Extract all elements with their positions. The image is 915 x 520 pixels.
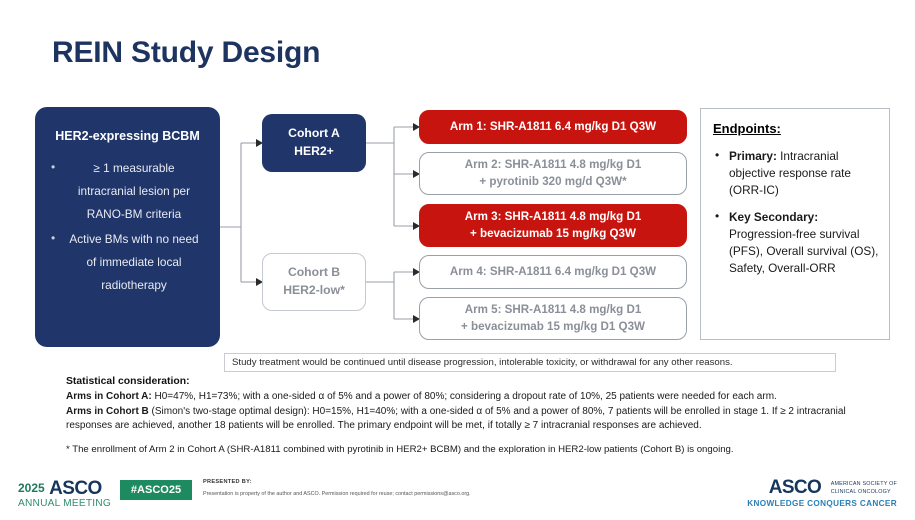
presented-by-block: PRESENTED BY: Presentation is property o… <box>203 479 523 497</box>
asco-annual-meeting-label: ANNUAL MEETING <box>18 498 111 509</box>
list-item: Primary: Intracranial objective response… <box>713 147 879 198</box>
arm-4-box[interactable]: Arm 4: SHR-A1811 6.4 mg/kg D1 Q3W <box>419 255 687 289</box>
presented-by-label: PRESENTED BY: <box>203 479 252 485</box>
cohort-b-line1: Cohort B <box>287 265 341 280</box>
endpoints-title: Endpoints: <box>713 121 781 136</box>
statistics-cohort-b-text: (Simon's two-stage optimal design): H0=1… <box>66 406 846 431</box>
page-title: REIN Study Design <box>52 36 321 69</box>
arm-1-box[interactable]: Arm 1: SHR-A1811 6.4 mg/kg D1 Q3W <box>419 110 687 144</box>
criteria-heading: HER2-expressing BCBM <box>55 129 200 143</box>
arm-3-line2: + bevacizumab 15 mg/kg Q3W <box>470 226 636 240</box>
statistics-cohort-a-label: Arms in Cohort A: <box>66 391 152 402</box>
cohort-a-line1: Cohort A <box>288 126 340 141</box>
asco-year: 2025 <box>18 481 45 495</box>
asco-society-line1: AMERICAN SOCIETY OF <box>830 480 897 487</box>
arm-3-line1: Arm 3: SHR-A1811 4.8 mg/kg D1 <box>464 209 642 223</box>
statistics-cohort-a-text: H0=47%, H1=73%; with a one-sided α of 5%… <box>151 391 777 402</box>
asco-society-line2: CLINICAL ONCOLOGY <box>830 489 891 495</box>
arm-2-line1: Arm 2: SHR-A1811 4.8 mg/kg D1 <box>464 157 642 171</box>
arm-5-box[interactable]: Arm 5: SHR-A1811 4.8 mg/kg D1 + bevacizu… <box>419 297 687 340</box>
endpoints-list: Primary: Intracranial objective response… <box>713 147 879 276</box>
statistics-cohort-b-label: Arms in Cohort B <box>66 406 149 418</box>
slide-footer: 2025 ASCO ANNUAL MEETING #ASCO25 PRESENT… <box>0 474 915 520</box>
list-item: ≥ 1 measurable intracranial lesion per R… <box>51 156 204 226</box>
treatment-duration-banner: Study treatment would be continued until… <box>224 353 836 372</box>
endpoint-secondary-text: Progression-free survival (PFS), Overall… <box>729 227 879 275</box>
treatment-duration-text: Study treatment would be continued until… <box>232 357 733 368</box>
study-design-diagram: HER2-expressing BCBM ≥ 1 measurable intr… <box>0 100 915 360</box>
asco-wordmark: ASCO <box>49 478 102 499</box>
arm-4-line1: Arm 4: SHR-A1811 6.4 mg/kg D1 Q3W <box>449 264 657 278</box>
endpoints-panel: Endpoints: Primary: Intracranial objecti… <box>700 108 890 340</box>
endpoint-primary-label: Primary: <box>729 149 777 163</box>
arm-5-line1: Arm 5: SHR-A1811 4.8 mg/kg D1 <box>464 302 642 316</box>
arm-1-line1: Arm 1: SHR-A1811 6.4 mg/kg D1 Q3W <box>449 119 657 133</box>
asco-tagline: KNOWLEDGE CONQUERS CANCER <box>747 499 897 508</box>
footnote: * The enrollment of Arm 2 in Cohort A (S… <box>66 444 734 455</box>
asco-society-name: AMERICAN SOCIETY OF CLINICAL ONCOLOGY <box>831 480 897 496</box>
permission-text: Presentation is property of the author a… <box>203 491 471 497</box>
hashtag-badge: #ASCO25 <box>120 480 192 500</box>
asco-society-logo: ASCO AMERICAN SOCIETY OF CLINICAL ONCOLO… <box>747 477 897 508</box>
asco-right-wordmark: ASCO <box>768 477 822 498</box>
asco-annual-meeting-logo: 2025 ASCO ANNUAL MEETING <box>18 478 111 509</box>
eligibility-criteria-box: HER2-expressing BCBM ≥ 1 measurable intr… <box>35 107 220 347</box>
arm-2-line2: + pyrotinib 320 mg/d Q3W* <box>479 174 627 188</box>
endpoint-primary-text: Intracranial objective response rate (OR… <box>729 149 851 197</box>
list-item: Active BMs with no need of immediate loc… <box>51 227 204 297</box>
statistics-heading: Statistical consideration: <box>66 376 190 387</box>
cohort-a-box[interactable]: Cohort A HER2+ <box>262 114 366 172</box>
flow-connectors <box>220 123 420 323</box>
list-item: Key Secondary: Progression-free survival… <box>713 208 879 276</box>
arm-2-box[interactable]: Arm 2: SHR-A1811 4.8 mg/kg D1 + pyrotini… <box>419 152 687 195</box>
statistics-cohort-a: Arms in Cohort A: H0=47%, H1=73%; with a… <box>66 390 881 403</box>
endpoint-secondary-label: Key Secondary: <box>729 210 819 225</box>
criteria-list: ≥ 1 measurable intracranial lesion per R… <box>51 156 204 297</box>
arm-3-box[interactable]: Arm 3: SHR-A1811 4.8 mg/kg D1 + bevacizu… <box>419 204 687 247</box>
statistical-consideration-block: Statistical consideration: Arms in Cohor… <box>66 376 881 434</box>
cohort-b-box[interactable]: Cohort B HER2-low* <box>262 253 366 311</box>
arm-5-line2: + bevacizumab 15 mg/kg D1 Q3W <box>461 319 645 333</box>
cohort-a-line2: HER2+ <box>294 144 334 158</box>
cohort-b-line2: HER2-low* <box>283 283 345 297</box>
statistics-cohort-b: Arms in Cohort B (Simon's two-stage opti… <box>66 405 881 432</box>
